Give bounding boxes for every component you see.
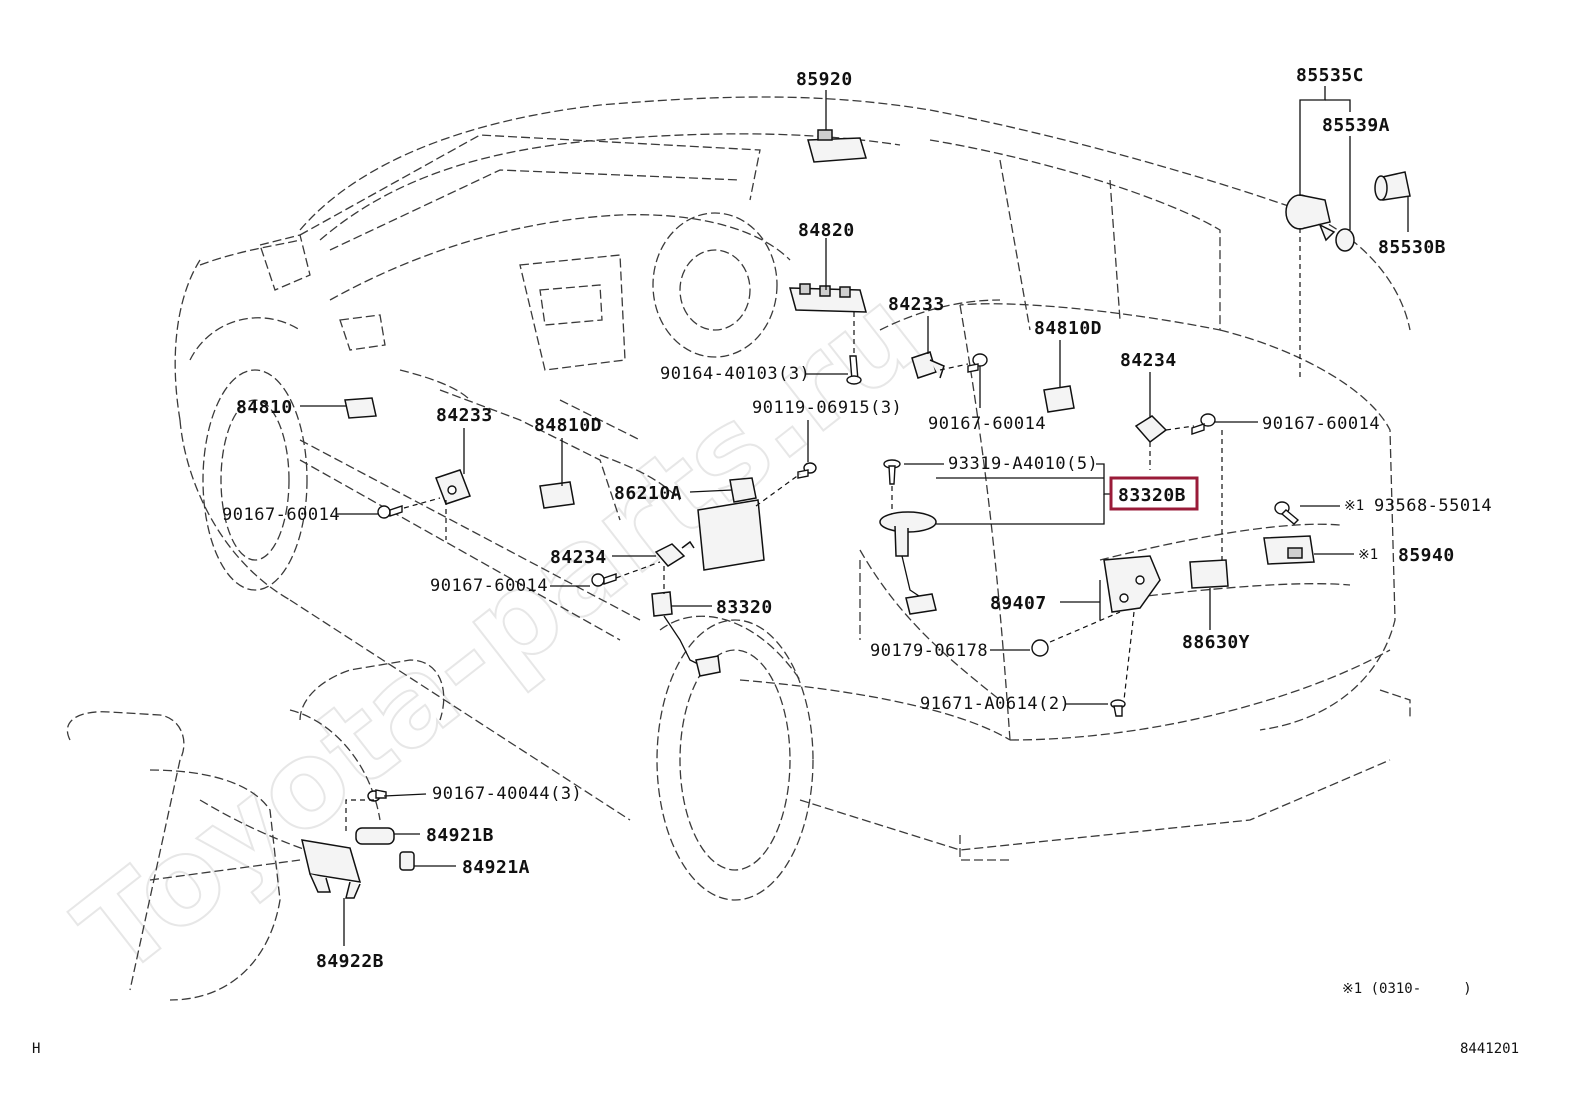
label-90167-60014-low[interactable]: 90167-60014 xyxy=(430,576,548,596)
label-90167-60014-left[interactable]: 90167-60014 xyxy=(222,505,340,525)
part-85535C-shape xyxy=(1285,171,1411,252)
label-84810D-right[interactable]: 84810D xyxy=(1034,318,1102,339)
part-85940-shape xyxy=(1263,535,1315,565)
bolt-90164-40103-icon xyxy=(846,355,862,385)
label-89407[interactable]: 89407 xyxy=(990,593,1047,614)
part-labels: 85920 85535C 85539A 85530B 84820 84233 8… xyxy=(32,65,1519,1057)
footnote-marker-93568: ※1 xyxy=(1344,498,1364,514)
label-83320B[interactable]: 83320B xyxy=(1118,485,1186,506)
label-84233-left[interactable]: 84233 xyxy=(436,405,493,426)
label-85530B[interactable]: 85530B xyxy=(1378,237,1446,258)
bolt-90167-40044-icon xyxy=(367,789,387,802)
label-84233-right[interactable]: 84233 xyxy=(888,294,945,315)
label-93319-A4010[interactable]: 93319-A4010(5) xyxy=(948,454,1098,474)
bolt-91671-A0614-icon xyxy=(1110,699,1126,717)
label-83320[interactable]: 83320 xyxy=(716,597,773,618)
label-84922B[interactable]: 84922B xyxy=(316,951,384,972)
label-93568-55014[interactable]: 93568-55014 xyxy=(1374,496,1492,516)
part-85920-shape xyxy=(807,129,867,163)
label-91671-A0614[interactable]: 91671-A0614(2) xyxy=(920,694,1070,714)
part-84820-shape xyxy=(789,283,867,313)
part-84233-right-shape xyxy=(911,351,945,379)
car-outline xyxy=(174,96,1411,901)
bolt-90167-60014-left-icon xyxy=(377,505,403,519)
part-83320B-shape xyxy=(879,511,937,615)
label-90119-06915[interactable]: 90119-06915(3) xyxy=(752,398,902,418)
label-90179-06178[interactable]: 90179-06178 xyxy=(870,641,988,661)
leader-lines xyxy=(300,86,1409,946)
label-86210A[interactable]: 86210A xyxy=(614,483,682,504)
label-84810[interactable]: 84810 xyxy=(236,397,293,418)
part-84810D-right-shape xyxy=(1043,385,1075,413)
part-84234-right-shape xyxy=(1134,415,1168,444)
part-84921B-shape xyxy=(355,827,395,845)
label-84234-right[interactable]: 84234 xyxy=(1120,350,1177,371)
part-83320-shape xyxy=(651,591,721,677)
part-84922B-shape xyxy=(301,839,362,899)
bolt-90119-06915-icon xyxy=(797,462,817,479)
bolt-90167-60014-low-icon xyxy=(591,573,617,587)
part-84921A-shape xyxy=(399,851,415,871)
part-84233-left-shape xyxy=(435,469,471,505)
label-85539A[interactable]: 85539A xyxy=(1322,115,1390,136)
corner-letter: H xyxy=(32,1041,40,1057)
selected-part-highlight xyxy=(1109,476,1199,511)
part-84234-left-shape xyxy=(654,540,695,567)
label-90167-40044[interactable]: 90167-40044(3) xyxy=(432,784,582,804)
label-84810D-left[interactable]: 84810D xyxy=(534,415,602,436)
label-90167-60014-right[interactable]: 90167-60014 xyxy=(1262,414,1380,434)
bolt-90167-60014-mid-icon xyxy=(967,353,988,373)
label-85920[interactable]: 85920 xyxy=(796,69,853,90)
bolt-90167-60014-right-icon xyxy=(1191,413,1216,435)
part-89407-shape xyxy=(1103,555,1161,613)
part-84810-shape xyxy=(344,397,377,419)
part-86210A-shape xyxy=(697,477,765,571)
diagram-code: 8441201 xyxy=(1460,1041,1519,1057)
fasteners xyxy=(367,353,1300,802)
label-84921A[interactable]: 84921A xyxy=(462,857,530,878)
label-90164-40103[interactable]: 90164-40103(3) xyxy=(660,364,810,384)
watermark-text: Toyota-parts.ru xyxy=(52,262,945,1002)
label-90167-60014-mid[interactable]: 90167-60014 xyxy=(928,414,1046,434)
grommet-90179-06178-icon xyxy=(1031,639,1049,657)
label-84820[interactable]: 84820 xyxy=(798,220,855,241)
footnote-marker-85940: ※1 xyxy=(1358,547,1378,563)
label-84234-left[interactable]: 84234 xyxy=(550,547,607,568)
bolt-93568-55014-icon xyxy=(1274,501,1300,525)
footnote-range: ※1 (0310- ) xyxy=(1342,981,1472,997)
bolt-93319-A4010-icon xyxy=(883,459,901,485)
part-88630Y-shape xyxy=(1189,559,1229,589)
label-85535C[interactable]: 85535C xyxy=(1296,65,1364,86)
label-88630Y[interactable]: 88630Y xyxy=(1182,632,1250,653)
part-84810D-left-shape xyxy=(539,481,575,509)
label-84921B[interactable]: 84921B xyxy=(426,825,494,846)
label-85940[interactable]: 85940 xyxy=(1398,545,1455,566)
